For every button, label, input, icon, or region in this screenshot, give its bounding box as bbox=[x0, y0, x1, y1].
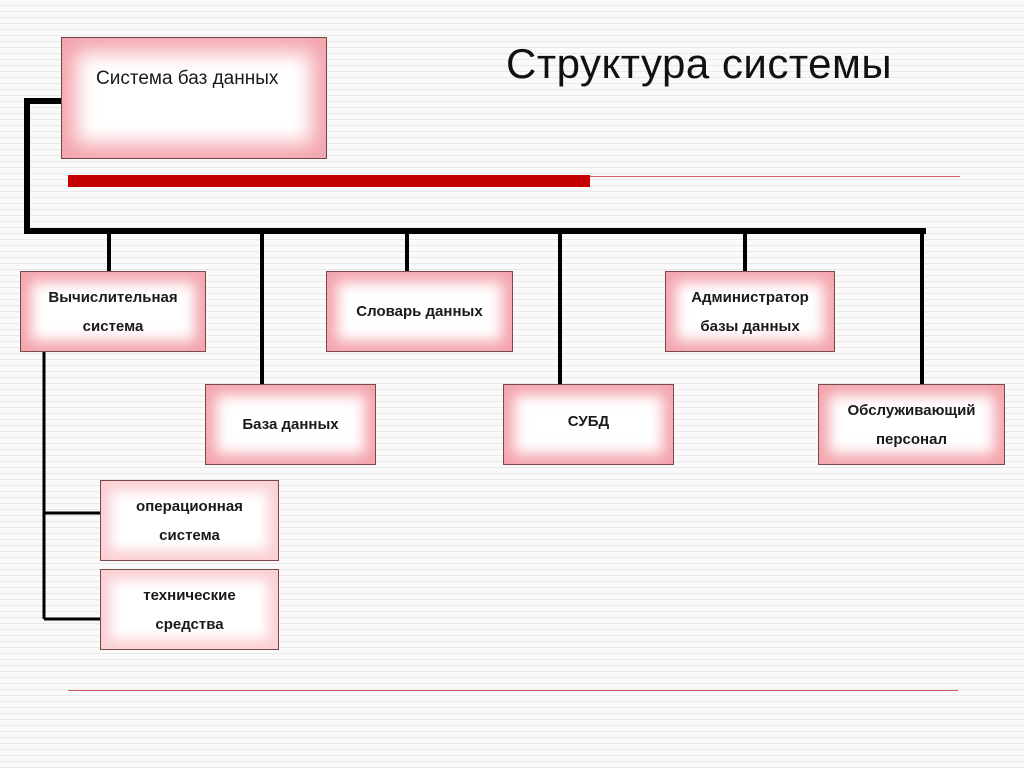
node-operating-system-label: операционная система bbox=[136, 497, 243, 544]
node-data-dictionary-label: Словарь данных bbox=[356, 303, 483, 320]
node-data-dictionary: Словарь данных bbox=[326, 271, 513, 352]
accent-thin-line-bottom bbox=[68, 690, 958, 691]
node-dbms: СУБД bbox=[503, 384, 674, 465]
node-service-staff: Обслуживающий персонал bbox=[818, 384, 1005, 465]
node-service-staff-label: Обслуживающий персонал bbox=[847, 401, 976, 448]
slide-title: Структура системы bbox=[506, 40, 893, 87]
node-database: База данных bbox=[205, 384, 376, 465]
accent-thin-line-top bbox=[590, 176, 960, 177]
node-operating-system: операционная система bbox=[100, 480, 279, 561]
node-root-database-system: Система баз данных bbox=[61, 37, 327, 159]
node-database-label: База данных bbox=[242, 416, 339, 433]
node-computing-system: Вычислительная система bbox=[20, 271, 206, 352]
node-dbms-label: СУБД bbox=[567, 413, 610, 430]
accent-bar bbox=[68, 175, 590, 187]
node-hardware: технические средства bbox=[100, 569, 279, 650]
root-connector bbox=[24, 98, 63, 231]
node-hardware-label: технические средства bbox=[143, 586, 236, 633]
node-db-admin-label: Администратор базы данных bbox=[691, 288, 809, 335]
node-computing-system-label: Вычислительная система bbox=[48, 288, 178, 335]
node-root-label: Система баз данных bbox=[96, 68, 279, 89]
node-db-admin: Администратор базы данных bbox=[665, 271, 835, 352]
